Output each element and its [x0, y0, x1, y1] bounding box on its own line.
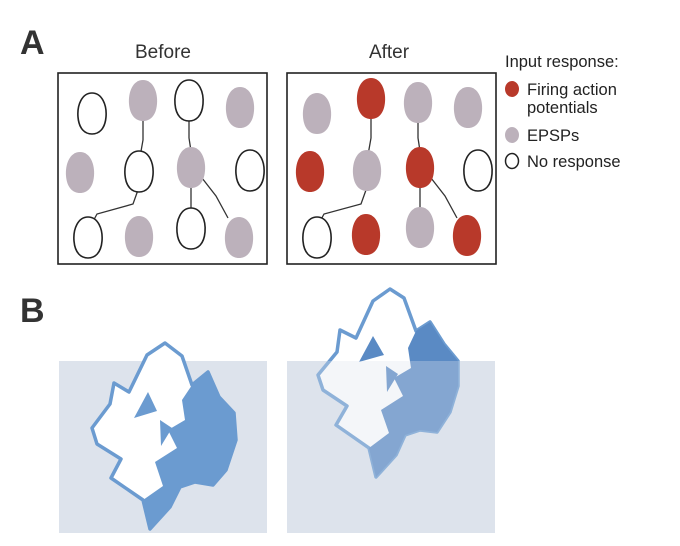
cell-after-6 — [352, 150, 382, 191]
legend-firing-label-1: Firing action — [527, 81, 617, 99]
cell-after-9 — [302, 216, 332, 259]
iceberg-before-shade-2 — [134, 392, 157, 418]
iceberg-after-shade-3 — [386, 366, 398, 392]
cell-after-4 — [453, 87, 483, 128]
network-after-frame — [286, 72, 497, 265]
legend-epsp-swatch — [505, 127, 519, 143]
connections-before — [89, 119, 229, 228]
connections-after — [316, 117, 458, 228]
cell-after-11 — [405, 207, 435, 248]
legend-none-label: No response — [527, 153, 621, 171]
iceberg-before-shade-1 — [143, 372, 236, 529]
cell-before-4 — [225, 87, 255, 128]
network-before — [57, 72, 268, 265]
cell-before-5 — [65, 152, 95, 193]
cell-before-7 — [176, 147, 206, 188]
iceberg-before-shade-3 — [160, 420, 172, 446]
cell-before-12 — [224, 217, 254, 258]
cell-after-2 — [356, 78, 386, 119]
before-title: Before — [135, 42, 191, 63]
cell-after-3 — [403, 82, 433, 123]
cell-after-8 — [463, 149, 493, 192]
cell-before-3 — [174, 79, 204, 122]
iceberg-after-shade-2 — [359, 336, 384, 362]
network-before-frame — [57, 72, 268, 265]
legend: Input response: Firing action potentials… — [504, 53, 621, 171]
legend-epsp-label: EPSPs — [527, 127, 579, 145]
cell-before-6 — [124, 150, 154, 193]
cell-after-1 — [302, 93, 332, 134]
panel-a-letter: A — [20, 24, 45, 62]
cell-after-5 — [295, 151, 325, 192]
legend-none-swatch — [504, 152, 520, 170]
iceberg-after — [287, 287, 495, 533]
water-after-overlay — [287, 361, 495, 533]
after-title: After — [369, 42, 410, 63]
legend-firing-swatch — [505, 81, 519, 97]
cell-before-1 — [77, 92, 107, 135]
iceberg-before — [59, 341, 267, 533]
cell-before-2 — [128, 80, 158, 121]
cell-before-9 — [73, 216, 103, 259]
cell-before-8 — [235, 149, 265, 192]
cell-before-11 — [176, 207, 206, 250]
legend-title: Input response: — [505, 53, 619, 71]
cell-before-10 — [124, 216, 154, 257]
cell-after-7 — [405, 147, 435, 188]
iceberg-after-shade-1 — [369, 322, 458, 477]
legend-firing-label-2: potentials — [527, 99, 598, 117]
cell-after-10 — [351, 214, 381, 255]
network-after — [286, 72, 497, 265]
cell-after-12 — [452, 215, 482, 256]
panel-b-letter: B — [20, 292, 45, 330]
